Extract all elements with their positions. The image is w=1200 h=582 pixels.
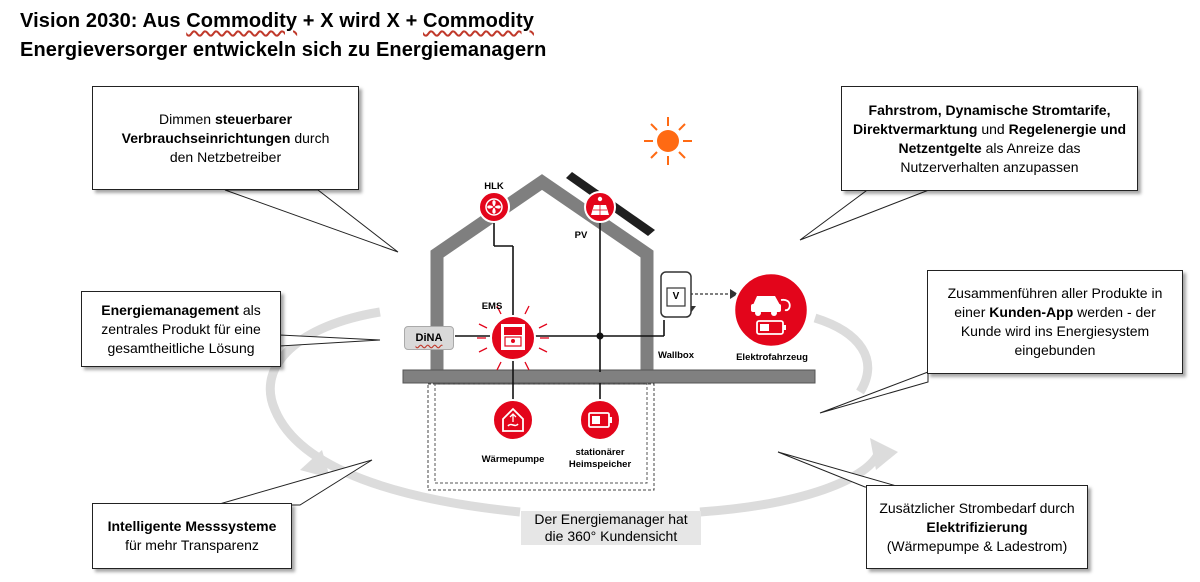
wallbox-label: Wallbox [657, 350, 695, 361]
ems-label: EMS [481, 301, 503, 312]
ev-label: Elektrofahrzeug [736, 352, 808, 363]
kundensicht-box: Der Energiemanager hat die 360° Kundensi… [521, 511, 701, 545]
title-line-2: Energieversorger entwickeln sich zu Ener… [20, 39, 547, 61]
title-line-1: Vision 2030: Aus Commodity + X wird X + … [20, 10, 534, 32]
house-outline [430, 174, 654, 372]
storage-label-1: stationärer [575, 447, 625, 458]
pv-panel-icon [584, 191, 616, 223]
dina-label: DiNA [415, 332, 443, 344]
storage-label-2: Heimspeicher [568, 459, 632, 470]
title-commodity-1: Commodity [186, 10, 298, 32]
callout-dimming: Dimmen steuerbarer Verbrauchseinrichtung… [92, 86, 359, 190]
hlk-fan-icon [478, 191, 510, 223]
callout-smart-meter: Intelligente Messsysteme für mehr Transp… [92, 503, 292, 569]
floor-slab [402, 369, 816, 384]
kundensicht-line-2: die 360° Kundensicht [544, 528, 678, 544]
pv-label: PV [574, 230, 588, 241]
hlk-label: HLK [484, 181, 504, 192]
wallbox-symbol: V [672, 291, 680, 302]
heatpump-label: Wärmepumpe [481, 454, 545, 465]
callout-electrification: Zusätzlicher Strombedarf durch Elektrifi… [866, 485, 1088, 569]
circular-arrow [265, 307, 898, 517]
basement-outline [427, 383, 655, 491]
callout-incentives: Fahrstrom, Dynamische Stromtarife, Direk… [841, 86, 1138, 191]
sun-icon [644, 117, 692, 165]
dina-box: DiNA [404, 326, 454, 350]
battery-icon [579, 399, 621, 441]
callout-customer-app: Zusammenführen aller Produkte in einer K… [927, 270, 1183, 374]
kundensicht-line-1: Der Energiemanager hat [534, 511, 688, 527]
wallbox-icon [660, 271, 692, 318]
wallbox-ev-link [684, 289, 738, 314]
ems-device-icon [477, 305, 549, 371]
heatpump-house-icon [492, 399, 534, 441]
ev-charging-icon [732, 271, 810, 349]
callout-energy-management: Energiemanagement als zentrales Produkt … [81, 291, 281, 367]
title-commodity-2: Commodity [423, 10, 534, 32]
